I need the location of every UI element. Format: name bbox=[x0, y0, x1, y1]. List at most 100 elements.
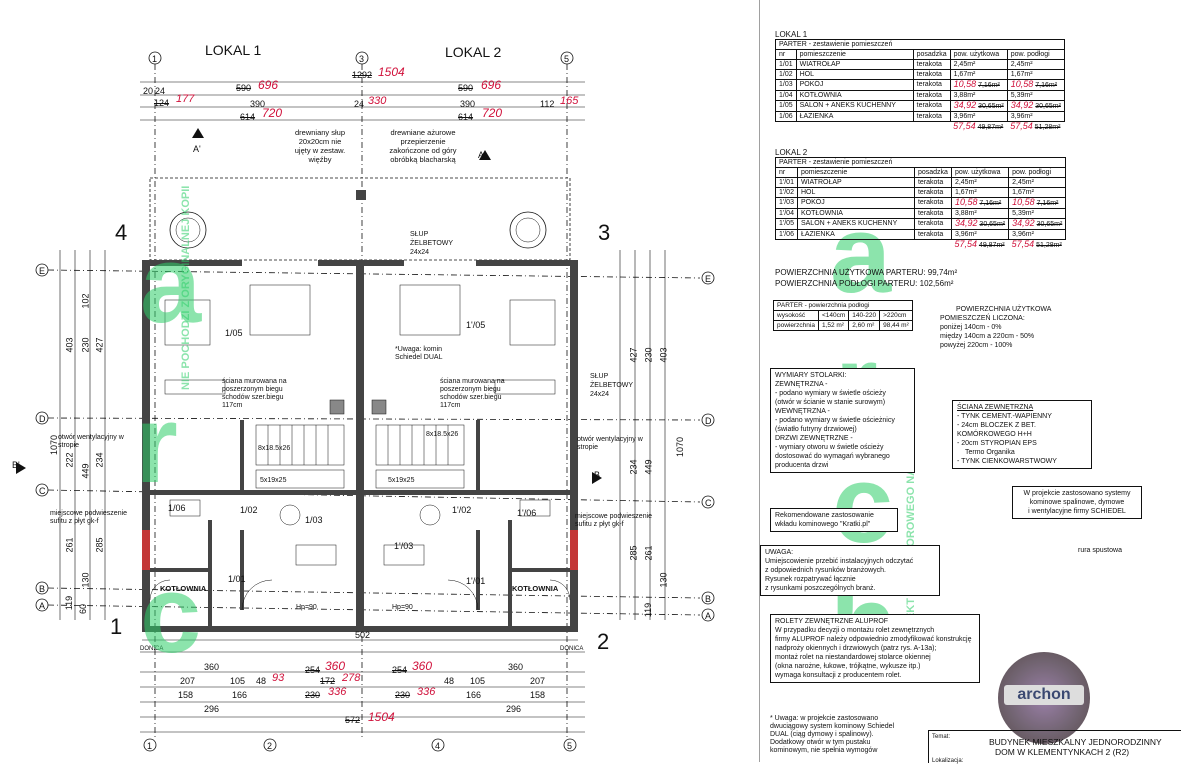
stairs2-label-right: 5x19x25 bbox=[388, 477, 415, 484]
fireplace-box: Rekomendowane zastosowanie wkładu komino… bbox=[770, 508, 898, 532]
dim-bottom: 230 bbox=[305, 690, 321, 700]
chimney-system-box: W projekcie zastosowano systemy kominowe… bbox=[1012, 486, 1142, 519]
project-title-line1: BUDYNEK MIESZKALNY JEDNORODZINNY bbox=[989, 737, 1162, 747]
floor-plan: LOKAL 1 LOKAL 2 4 3 1 2 1 3 5 1 2 4 5 E … bbox=[12, 0, 1122, 762]
hand-correction: 57,54 bbox=[953, 121, 976, 131]
hand-correction: 34,92 bbox=[953, 100, 977, 110]
dim-bottom-new: 93 bbox=[272, 672, 285, 684]
axis-letter: E bbox=[39, 266, 46, 276]
col-header: pomieszczenie bbox=[795, 49, 914, 60]
location-label: Lokalizacja: bbox=[932, 758, 964, 764]
dim-left: 60 bbox=[78, 603, 89, 615]
dim-right: 1070 bbox=[675, 436, 686, 458]
schedule1-header: PARTER - zestawienie pomieszczeń bbox=[775, 39, 1065, 50]
dim-top: 614 bbox=[458, 112, 474, 122]
col-header: posadzka bbox=[913, 167, 952, 178]
hand-correction: 34,92 bbox=[954, 218, 978, 228]
unit2-title: LOKAL 2 bbox=[445, 44, 502, 60]
planter-left: DONICA bbox=[140, 646, 164, 652]
dim-bottom: 230 bbox=[395, 690, 411, 700]
room-boiler-left: KOTŁOWNIA bbox=[160, 584, 207, 593]
room-1-02: 1/02 bbox=[240, 505, 258, 515]
dim-bottom: 166 bbox=[466, 690, 482, 700]
section-b: B' bbox=[12, 460, 20, 470]
dim-left: 261 bbox=[64, 537, 75, 553]
dim-left: 427 bbox=[94, 337, 105, 353]
total-width-new: 1504 bbox=[378, 65, 405, 79]
schedule2-title: LOKAL 2 bbox=[775, 148, 808, 157]
col-header: pow. użytkowa bbox=[949, 49, 1008, 60]
title-block: Temat: BUDYNEK MIESZKALNY JEDNORODZINNY … bbox=[928, 730, 1181, 764]
watermark-logo-left: a bbox=[140, 223, 202, 346]
axis-label: 5 bbox=[567, 741, 573, 751]
dim-top: 24 bbox=[354, 99, 365, 109]
dim-left: 285 bbox=[94, 537, 105, 553]
dim-right: 234 bbox=[628, 459, 639, 475]
dim-left: 234 bbox=[94, 452, 105, 468]
axis-label: 1 bbox=[152, 54, 158, 64]
hand-correction: 57,54 bbox=[954, 239, 977, 249]
dim-bottom: 172 bbox=[320, 676, 336, 686]
room-1-01: 1/01 bbox=[228, 574, 246, 584]
room-1b-03: 1'/03 bbox=[394, 541, 414, 551]
total-width-old-bottom: 572 bbox=[345, 715, 361, 725]
note-vent-right: otwór wentylacyjny w stropie bbox=[577, 436, 643, 451]
dim-bottom: 158 bbox=[178, 690, 194, 700]
warning-box: UWAGA: Umiejscowienie przebić instalacyj… bbox=[760, 545, 940, 596]
watermark-side-text: NIE POCHODZI Z ORYGINALNEJ KOPII bbox=[180, 185, 192, 390]
plan-drawing bbox=[16, 0, 760, 762]
dim-top-new: 330 bbox=[368, 95, 387, 107]
dim-top: 112 bbox=[540, 99, 555, 109]
schedule1-table: PARTER - zestawienie pomieszczeń nr pomi… bbox=[775, 39, 1065, 132]
note-stairs-wall-left: ściana murowana na poszerzonym biegu sch… bbox=[222, 378, 287, 409]
dim-bottom: 360 bbox=[204, 662, 220, 672]
dim-top: 614 bbox=[240, 112, 256, 122]
section-b-2: B bbox=[594, 470, 601, 480]
total-floor-area: POWIERZCHNIA PODŁOGI PARTERU: 102,56m² bbox=[775, 279, 954, 288]
room-1b-01: 1'/01 bbox=[466, 576, 486, 586]
total-width-old: 1292 bbox=[352, 70, 373, 80]
dim-bottom: 166 bbox=[232, 690, 248, 700]
axis-label: 4 bbox=[435, 741, 441, 751]
dim-top-new: 165 bbox=[560, 95, 579, 107]
hand-correction: 10,58 bbox=[1010, 79, 1034, 89]
note-chimney: *Uwaga: komin Schiedel DUAL bbox=[395, 346, 443, 361]
col-header: pow. podłogi bbox=[1008, 167, 1067, 178]
window-height-right: Hp=90 bbox=[392, 604, 413, 611]
room-boiler-right: KOTŁOWNIA bbox=[512, 584, 559, 593]
dim-left: 102 bbox=[80, 293, 91, 309]
section-a-2: A bbox=[478, 150, 485, 160]
dim-left: 222 bbox=[64, 452, 75, 468]
hand-correction: 10,58 bbox=[953, 79, 977, 89]
dim-bottom: 207 bbox=[530, 676, 546, 686]
axis-label: 3 bbox=[359, 54, 365, 64]
dim-left: 230 bbox=[80, 337, 91, 353]
schedule2-table: PARTER - zestawienie pomieszczeń nr pomi… bbox=[774, 157, 1067, 250]
shutters-box: ROLETY ZEWNĘTRZNE ALUPROF W przypadku de… bbox=[770, 614, 980, 683]
axis-letter: B bbox=[39, 584, 46, 594]
watermark-logo-left-2: r bbox=[135, 383, 178, 506]
dim-top: 20 bbox=[143, 86, 154, 96]
axis-label: 2 bbox=[267, 741, 273, 751]
note-soffit-right: miejscowe podwieszenie sufitu z płyt gk-… bbox=[575, 513, 653, 528]
col-header: posadzka bbox=[912, 49, 951, 60]
axis-letter: E bbox=[705, 274, 712, 284]
corner-number-3: 3 bbox=[598, 220, 611, 245]
dim-bottom-new: 336 bbox=[417, 686, 436, 698]
note-vent-left: otwór wentylacyjny w stropie bbox=[58, 434, 124, 449]
dim-top: 24 bbox=[155, 86, 166, 96]
dim-left: 130 bbox=[80, 572, 91, 588]
dim-left: 449 bbox=[80, 463, 91, 479]
title-block-label: Temat: bbox=[932, 734, 951, 740]
floor-area-height-table: PARTER - powierzchnia podłogi wysokość<1… bbox=[773, 300, 913, 331]
corner-number-4: 4 bbox=[115, 220, 128, 245]
dim-right: 285 bbox=[628, 545, 639, 561]
dim-top: 390 bbox=[250, 99, 266, 109]
